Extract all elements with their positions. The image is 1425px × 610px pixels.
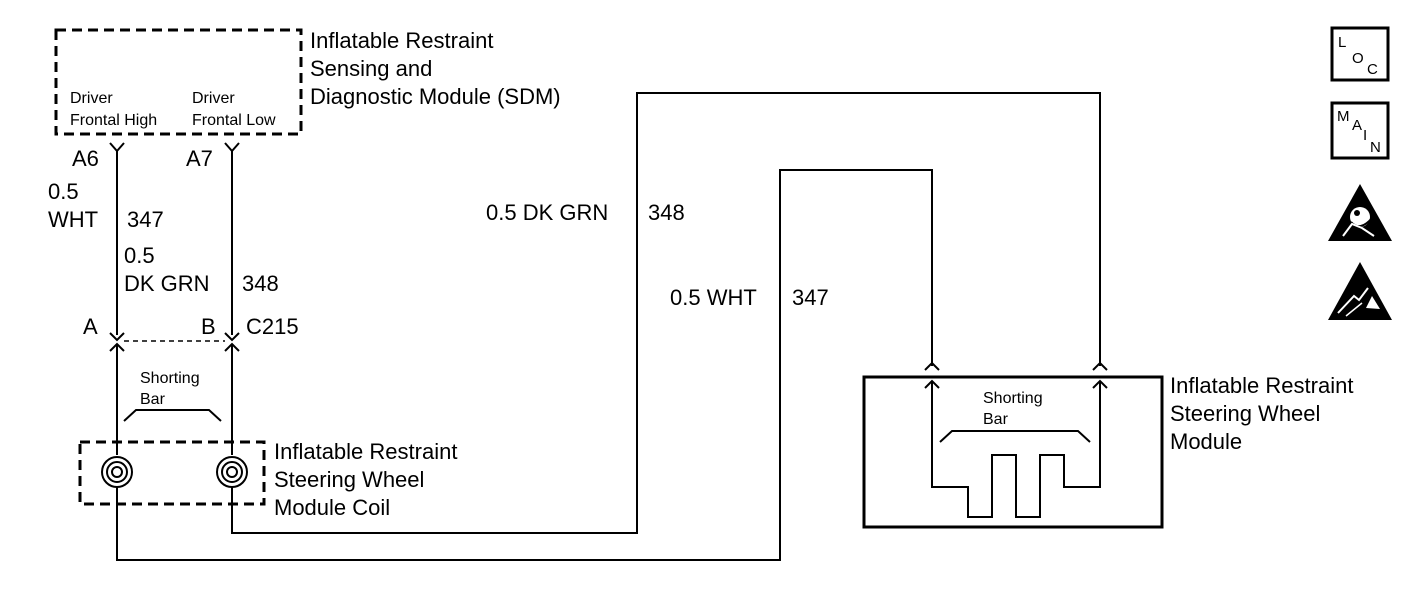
module-title-line-3: Module: [1170, 429, 1242, 454]
c215-pin-b-male: [224, 332, 240, 342]
airbag-warning-icon: [1328, 184, 1392, 241]
main-icon-letter-4: N: [1370, 139, 1381, 156]
coil-dashed-box: [78, 440, 266, 506]
sdm-pin-high-line-1: Driver: [70, 90, 113, 107]
module-pin-348-inner: [1092, 379, 1108, 389]
coil-spring-b: [216, 456, 248, 488]
sdm-terminal-a6-symbol: [109, 142, 125, 153]
wire-347-right-label: 0.5 WHT: [670, 285, 757, 310]
wire-348-right-label: 0.5 DK GRN: [486, 200, 608, 225]
coil-spring-a: [101, 456, 133, 488]
coil-title-line-3: Module Coil: [274, 495, 390, 520]
module-shorting-bar-line-1: Shorting: [983, 390, 1043, 407]
coil-shorting-bar: [123, 409, 222, 422]
loc-icon-letter-1: L: [1338, 34, 1346, 51]
sdm-pin-low-line-2: Frontal Low: [192, 112, 276, 129]
module-inflator-element: [931, 382, 1101, 518]
module-title-line-1: Inflatable Restraint: [1170, 373, 1353, 398]
coil-title-line-1: Inflatable Restraint: [274, 439, 457, 464]
wire-348-circuit: 348: [242, 271, 279, 296]
sdm-title-line-3: Diagnostic Module (SDM): [310, 84, 561, 109]
coil-title-line-2: Steering Wheel: [274, 467, 424, 492]
sdm-title-line-2: Sensing and: [310, 56, 432, 81]
main-icon-letter-2: A: [1352, 117, 1362, 134]
loc-icon-letter-2: O: [1352, 50, 1364, 67]
sdm-terminal-a6: A6: [72, 146, 99, 171]
wire-348-right-circuit: 348: [648, 200, 685, 225]
sdm-terminal-a7-symbol: [224, 142, 240, 153]
coil-shorting-bar-line-2: Bar: [140, 391, 166, 408]
wire-348-color: DK GRN: [124, 271, 210, 296]
sdm-pin-high-line-2: Frontal High: [70, 112, 157, 129]
sdm-pin-low-line-1: Driver: [192, 90, 235, 107]
sdm-dashed-box: [54, 28, 303, 136]
module-pin-348-outer: [1092, 361, 1108, 371]
main-icon-letter-3: I: [1363, 127, 1367, 144]
loc-icon[interactable]: L O C: [1330, 26, 1390, 82]
wire-347-lower: [116, 169, 933, 561]
main-icon-letter-1: M: [1337, 108, 1350, 125]
c215-pin-a-label: A: [83, 314, 98, 339]
module-title-line-2: Steering Wheel: [1170, 401, 1320, 426]
wire-347-color: WHT: [48, 207, 98, 232]
c215-pin-a-male: [109, 332, 125, 342]
module-box: [862, 375, 1164, 529]
sdm-terminal-a7: A7: [186, 146, 213, 171]
c215-connector-name: C215: [246, 314, 299, 339]
wire-347-circuit: 347: [127, 207, 164, 232]
wire-347-size: 0.5: [48, 179, 79, 204]
coil-shorting-bar-line-1: Shorting: [140, 370, 200, 387]
esd-warning-icon: [1328, 262, 1392, 320]
loc-icon-letter-3: C: [1367, 61, 1378, 78]
sdm-title-line-1: Inflatable Restraint: [310, 28, 493, 53]
main-icon[interactable]: M A I N: [1330, 101, 1390, 160]
module-pin-347-inner: [924, 379, 940, 389]
module-pin-347-outer: [924, 361, 940, 371]
module-shorting-bar-line-2: Bar: [983, 411, 1009, 428]
wire-348-size: 0.5: [124, 243, 155, 268]
wire-347-right-circuit: 347: [792, 285, 829, 310]
wire-348-lower: [231, 92, 1101, 534]
module-shorting-bar: [939, 430, 1091, 443]
c215-pin-b-label: B: [201, 314, 216, 339]
